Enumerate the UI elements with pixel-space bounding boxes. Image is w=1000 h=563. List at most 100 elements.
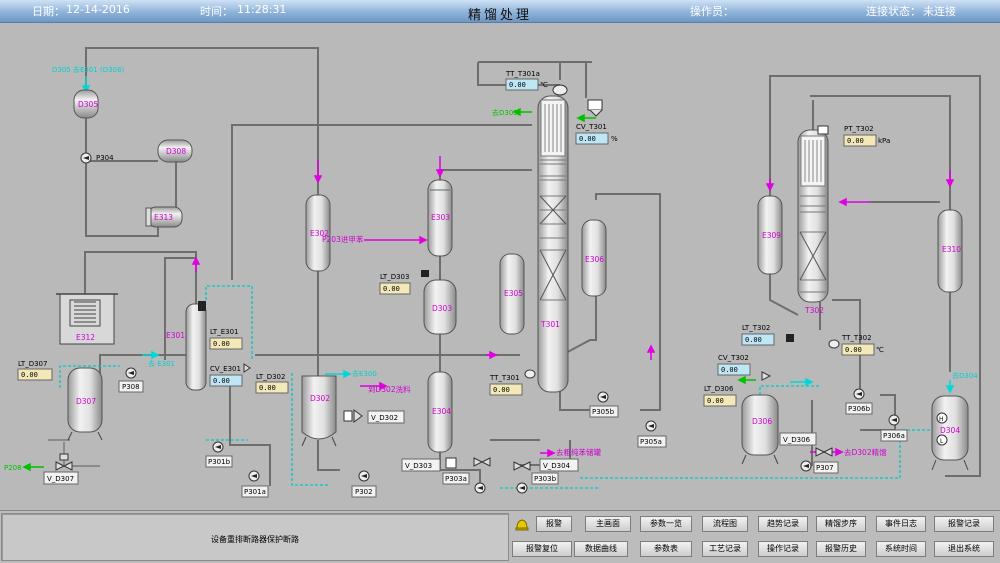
exchanger-e313[interactable]: E313 bbox=[145, 206, 183, 228]
pump-p303b[interactable]: P303b bbox=[516, 472, 559, 494]
valve-v-d303-label: V_D303 bbox=[405, 462, 432, 470]
alarm-bell-icon[interactable] bbox=[514, 517, 530, 531]
vessel-d302[interactable]: D302 bbox=[301, 375, 337, 447]
exchanger-e304[interactable]: E304 bbox=[427, 371, 453, 453]
lt-d307-readout bbox=[17, 368, 53, 381]
message-box: 设备重排断路器保护断路 bbox=[1, 513, 509, 561]
nav-button-row2-8[interactable]: 退出系统 bbox=[934, 541, 994, 557]
pump-p305b[interactable]: P305b bbox=[589, 391, 619, 418]
valve-v-d304-label: V_D304 bbox=[543, 462, 571, 470]
page-title: 精馏处理 bbox=[468, 8, 533, 23]
vessel-d308[interactable]: D308 bbox=[157, 139, 193, 163]
lt-d303-readout bbox=[379, 282, 411, 295]
stream-p203-toluene: P203进甲苯 bbox=[322, 234, 364, 244]
pump-p305a-label: P305a bbox=[640, 438, 662, 446]
tt-t301a-unit: ℃ bbox=[540, 81, 548, 89]
stream-d302-wash: 到D302洗料 bbox=[368, 384, 411, 394]
instrument-lt-d306: LT_D306 0.00 bbox=[703, 385, 737, 407]
exchanger-e303[interactable]: E303 bbox=[427, 179, 453, 257]
tt-t301a-tag: TT_T301a bbox=[505, 70, 540, 78]
vessel-d303[interactable]: D303 bbox=[423, 279, 457, 335]
pump-p301a[interactable]: P301a bbox=[241, 470, 269, 498]
nav-button-row2-7[interactable]: 系统时间 bbox=[876, 541, 926, 557]
cv-t301-value: 0.00 bbox=[579, 135, 596, 143]
stream-t301-green: 去D305 bbox=[492, 108, 518, 117]
nav-button-row2-4[interactable]: 工艺记录 bbox=[702, 541, 748, 557]
nav-button-row1-8[interactable]: 报警记录 bbox=[934, 516, 994, 532]
lt-t302-tag: LT_T302 bbox=[742, 324, 770, 332]
nav-button-row2-1[interactable]: 报警复位 bbox=[512, 541, 572, 557]
vessel-d304[interactable]: H L D304 bbox=[931, 395, 969, 471]
heater-e312-label: E312 bbox=[76, 333, 95, 342]
exchanger-e306[interactable]: E306 bbox=[581, 219, 607, 297]
vessel-d306-label: D306 bbox=[752, 417, 772, 426]
nav-button-row2-6[interactable]: 报警历史 bbox=[816, 541, 866, 557]
valve-v-d306[interactable]: V_D306 bbox=[779, 432, 833, 457]
exchanger-e302[interactable]: E302 bbox=[305, 194, 331, 272]
time-label: 时间： bbox=[200, 5, 233, 18]
valve-v-d307-label: V_D307 bbox=[47, 475, 74, 483]
nav-button-row1-3[interactable]: 参数一览 bbox=[640, 516, 692, 532]
lt-d303-value: 0.00 bbox=[383, 285, 400, 293]
stream-d304-in: 去D304 bbox=[952, 371, 978, 380]
nav-button-row1-5[interactable]: 趋势记录 bbox=[758, 516, 808, 532]
instrument-cv-t301: CV_T301 0.00 % bbox=[575, 123, 618, 145]
exchanger-e309-label: E309 bbox=[762, 231, 781, 240]
column-t301[interactable]: T301 bbox=[537, 95, 569, 393]
instrument-lt-d303: LT_D303 0.00 bbox=[379, 270, 429, 295]
exchanger-e310[interactable]: E310 bbox=[937, 209, 963, 293]
pump-p304[interactable]: P304 bbox=[80, 152, 114, 164]
lt-d302-tag: LT_D302 bbox=[256, 373, 285, 381]
lt-e301-readout bbox=[209, 337, 243, 350]
instrument-lt-t302: LT_T302 0.00 bbox=[741, 324, 794, 346]
nav-button-row1-6[interactable]: 精馏步序 bbox=[816, 516, 866, 532]
exchanger-e306-label: E306 bbox=[585, 255, 604, 264]
pump-p303a[interactable]: P303a bbox=[442, 457, 491, 494]
lt-e301-tag: LT_E301 bbox=[210, 328, 239, 336]
pump-p307[interactable]: P307 bbox=[800, 460, 839, 474]
pump-p305a[interactable]: P305a bbox=[637, 420, 667, 448]
vessel-d305-label: D305 bbox=[78, 100, 98, 109]
valve-v-d303[interactable]: V_D303 bbox=[401, 457, 457, 472]
column-t302[interactable]: T302 bbox=[797, 125, 829, 315]
tt-t301-tag: TT_T301 bbox=[489, 374, 520, 382]
pump-p306b[interactable]: P306b bbox=[845, 388, 873, 415]
valve-v-d304[interactable]: V_D304 bbox=[513, 458, 579, 472]
nav-button-row1-1[interactable]: 报警 bbox=[536, 516, 572, 532]
vessel-d302-label: D302 bbox=[310, 394, 330, 403]
nav-button-row2-3[interactable]: 参数表 bbox=[640, 541, 692, 557]
tt-t302-unit: ℃ bbox=[876, 346, 884, 354]
exchanger-e309[interactable]: E309 bbox=[757, 195, 783, 275]
nav-button-row2-2[interactable]: 数据曲线 bbox=[574, 541, 628, 557]
pump-p302[interactable]: P302 bbox=[351, 470, 377, 498]
vessel-d305[interactable]: D305 bbox=[73, 89, 99, 119]
nav-button-row1-7[interactable]: 事件日志 bbox=[876, 516, 926, 532]
valve-v-d302[interactable]: V_D302 bbox=[343, 409, 405, 424]
level-switch-h: H bbox=[939, 416, 944, 423]
column-t301-label: T301 bbox=[540, 320, 560, 329]
pump-p301b-label: P301b bbox=[208, 458, 231, 466]
heater-e312[interactable]: E312 bbox=[56, 293, 118, 345]
nav-button-row1-2[interactable]: 主画面 bbox=[585, 516, 631, 532]
nav-button-row1-4[interactable]: 流程图 bbox=[702, 516, 748, 532]
pump-p304-label: P304 bbox=[96, 154, 114, 162]
instrument-tt-t301: TT_T301 0.00 bbox=[489, 369, 536, 396]
column-t302-label: T302 bbox=[804, 306, 824, 315]
exchanger-e301[interactable]: E301 bbox=[166, 301, 207, 391]
nav-button-row2-5[interactable]: 操作记录 bbox=[758, 541, 808, 557]
stream-p208: P208 bbox=[4, 464, 22, 472]
exchanger-e302-label: E302 bbox=[310, 229, 329, 238]
exchanger-e303-label: E303 bbox=[431, 213, 450, 222]
pump-p308[interactable]: P308 bbox=[118, 367, 144, 393]
valve-v-d302-label: V_D302 bbox=[371, 414, 398, 422]
pump-p306a[interactable]: P306a bbox=[880, 414, 908, 442]
pump-p301b[interactable]: P301b bbox=[205, 441, 233, 468]
vessel-d307[interactable]: D307 bbox=[67, 367, 103, 441]
vessel-d306[interactable]: D306 bbox=[741, 394, 779, 465]
lt-d306-readout bbox=[703, 394, 737, 407]
stream-v-d306-out: 去D302精馏 bbox=[844, 447, 887, 457]
exchanger-e305[interactable]: E305 bbox=[499, 253, 525, 335]
valve-v-d307[interactable]: V_D307 bbox=[43, 453, 79, 485]
operator-label: 操作员： bbox=[690, 5, 734, 18]
tt-t302-readout bbox=[841, 343, 875, 356]
